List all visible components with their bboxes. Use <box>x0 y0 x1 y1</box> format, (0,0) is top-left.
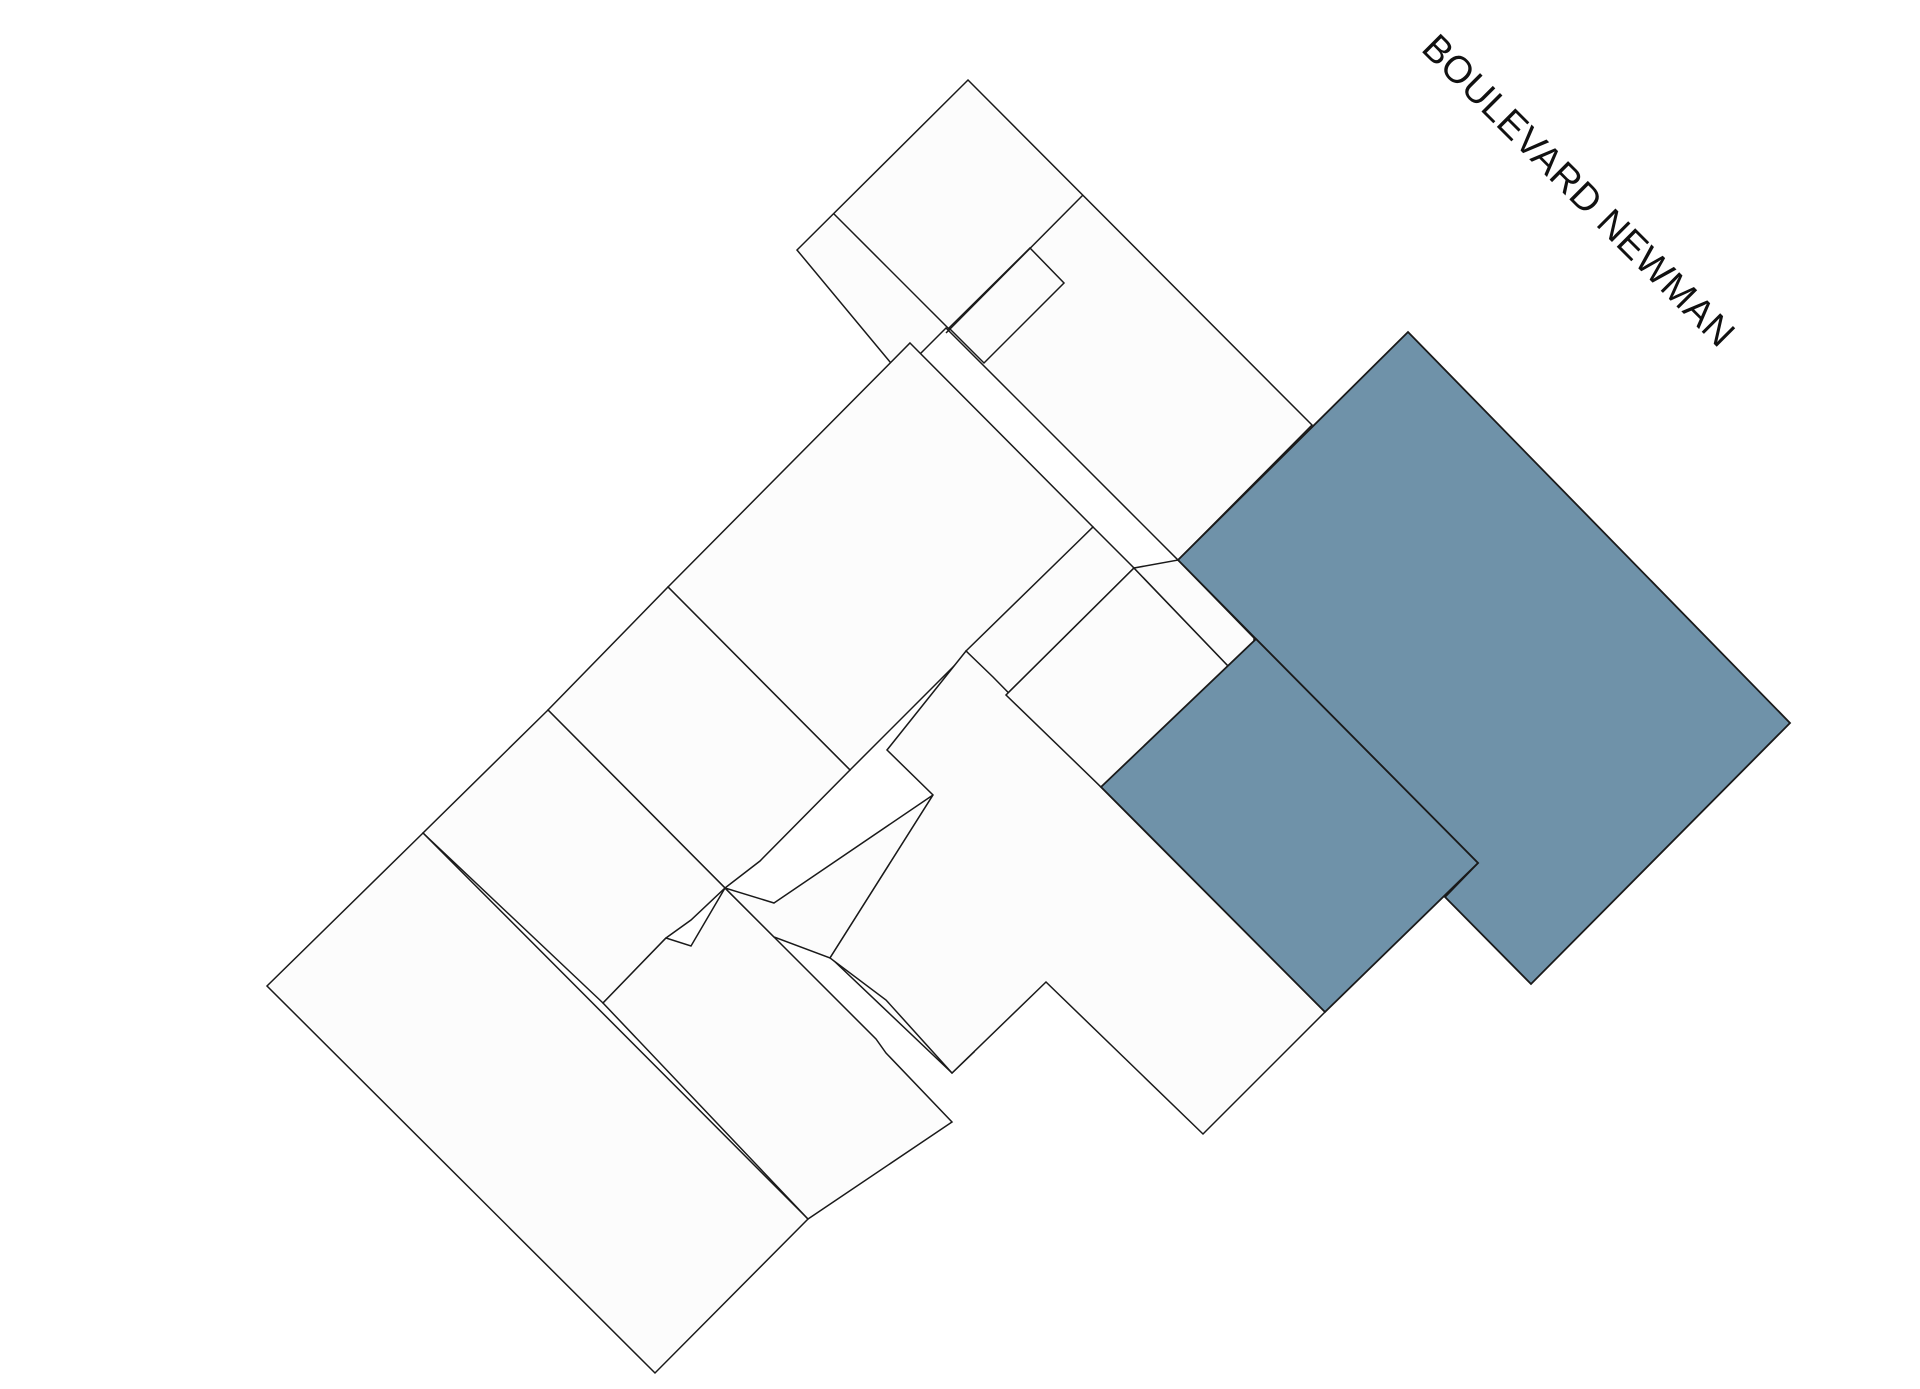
north-annex-partition <box>833 213 951 331</box>
unit-boulevard-adjacent[interactable] <box>1099 637 1480 1014</box>
highlighted-units <box>1099 330 1792 1014</box>
available-units <box>265 78 1327 1375</box>
unit-center-mid[interactable] <box>546 585 852 889</box>
unit-south-center-annex[interactable] <box>724 794 934 959</box>
unit-south-center[interactable] <box>601 886 954 1220</box>
north-annex-closet <box>947 246 1066 365</box>
street-label-boulevard-newman: BOULEVARD NEWMAN <box>1414 27 1743 356</box>
unit-north-annex[interactable] <box>795 78 1314 562</box>
unit-southwest-large[interactable] <box>265 831 810 1375</box>
